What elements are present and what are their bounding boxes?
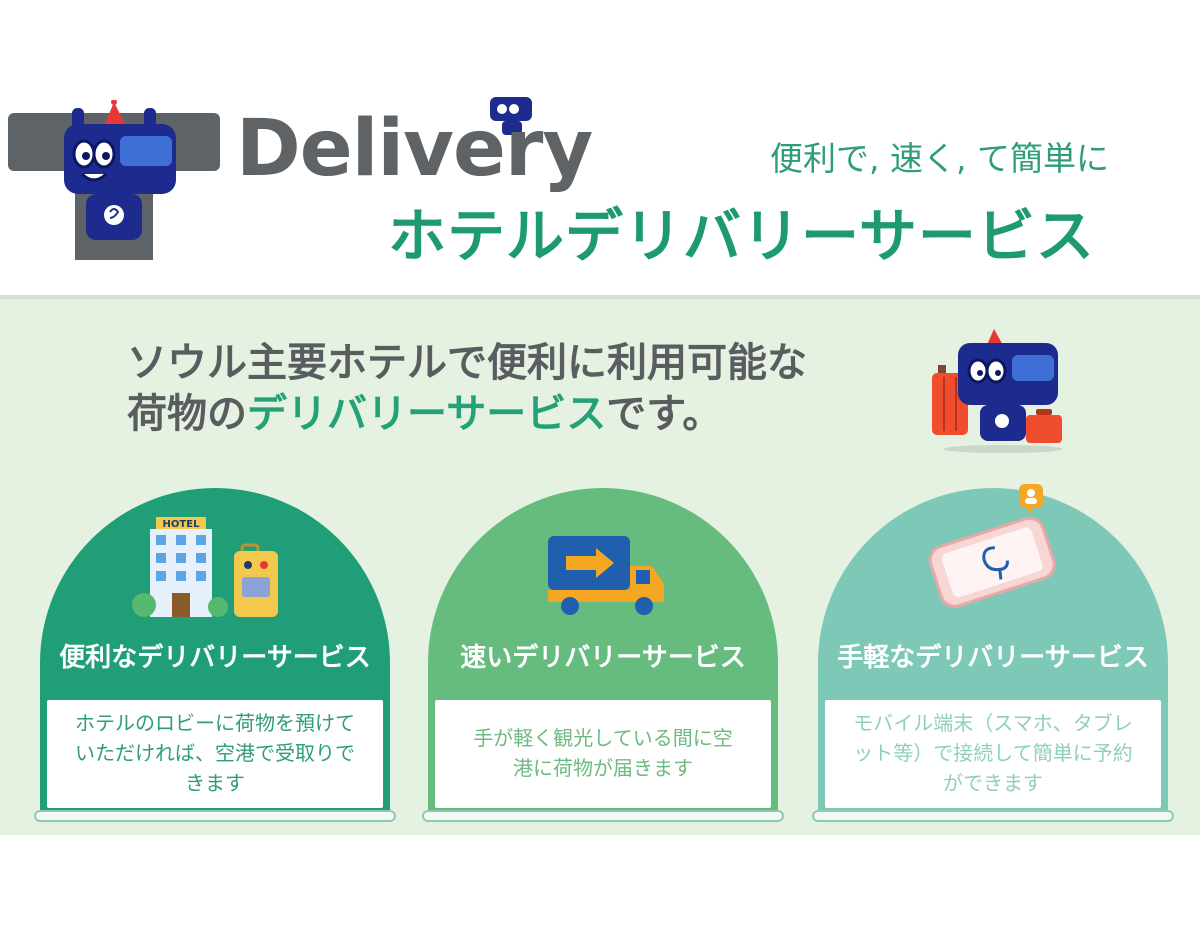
card-fast-base <box>422 810 784 822</box>
intro-line-1: ソウル主要ホテルで便利に利用可能な <box>127 340 807 386</box>
intro-line-2: 荷物のデリバリーサービスです。 <box>127 391 723 437</box>
card-fast-box <box>435 700 771 808</box>
card-convenient-base <box>34 810 396 822</box>
service-title: ホテルデリバリーサービス <box>388 202 1095 270</box>
mascot-mini-icon <box>486 95 536 135</box>
card-fast-description: 手が軽く観光している間に空港に荷物が届きます <box>473 726 733 780</box>
mascot-luggage-icon <box>928 325 1078 455</box>
card-convenient-description: ホテルのロビーに荷物を預けていただければ、空港で受取りできます <box>75 711 355 795</box>
card-easy-title: 手軽なデリバリーサービス <box>837 643 1149 673</box>
svg-text:HOTEL: HOTEL <box>163 519 201 530</box>
card-fast-title: 速いデリバリーサービス <box>460 643 746 673</box>
header-divider <box>0 295 1200 299</box>
card-convenient-title: 便利なデリバリーサービス <box>59 643 371 673</box>
tagline: 便利で, 速く, て簡単に <box>770 139 1109 178</box>
mascot-logo-icon <box>60 99 180 250</box>
card-convenient-box <box>47 700 383 808</box>
card-easy-description: モバイル端末（スマホ、タブレット等）で接続して簡単に予約ができます <box>853 711 1133 795</box>
card-easy-box <box>825 700 1161 808</box>
hotel-luggage-icon: HOTEL <box>130 515 300 620</box>
delivery-truck-icon <box>540 530 670 620</box>
smartphone-icon <box>915 482 1065 612</box>
brand-word: Delivery <box>236 104 593 194</box>
card-easy-base <box>812 810 1174 822</box>
